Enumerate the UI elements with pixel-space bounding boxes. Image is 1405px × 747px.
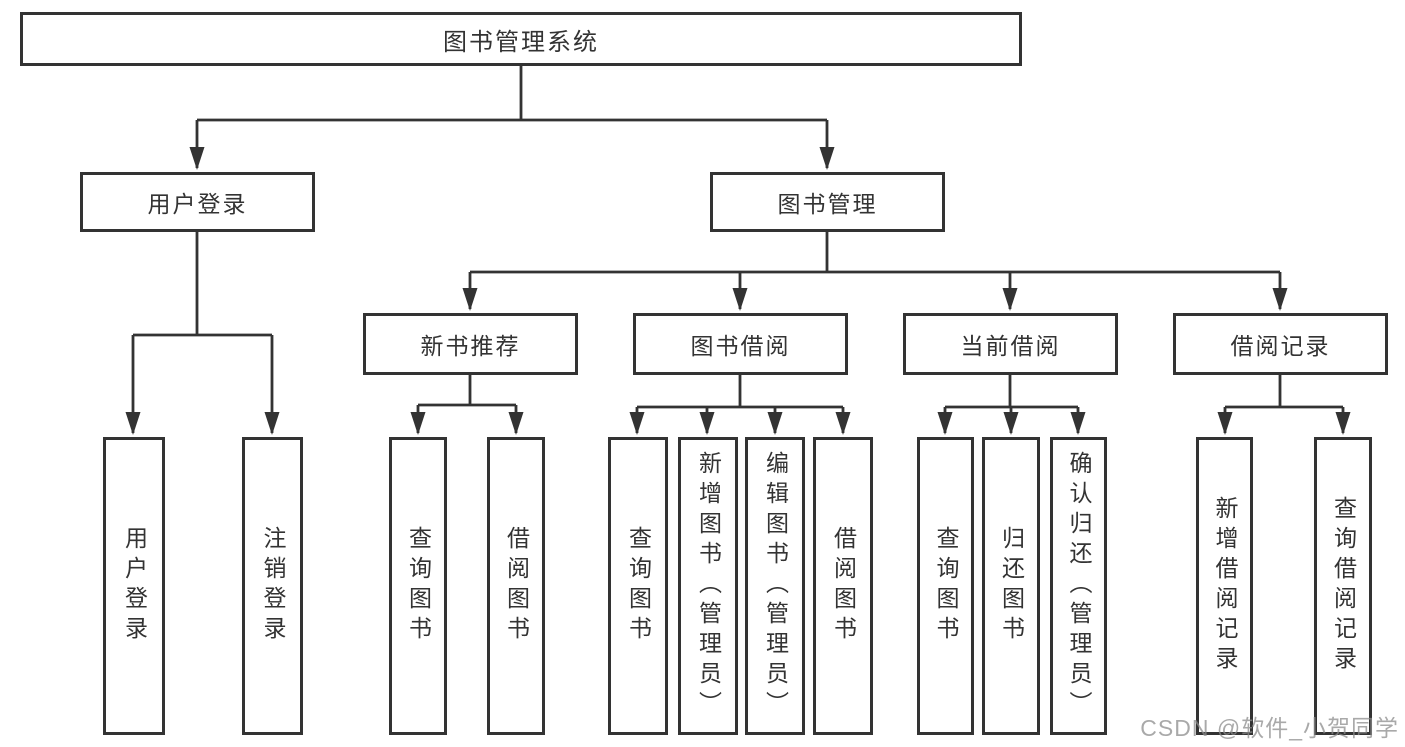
node-current-borrowing: 当前借阅 [903, 313, 1118, 375]
leaf-edit-books-admin-label: 编辑图书（管理员） [762, 451, 789, 721]
leaf-query-borrow-record: 查询借阅记录 [1314, 437, 1372, 735]
leaf-add-borrow-record: 新增借阅记录 [1196, 437, 1253, 735]
leaf-logout: 注销登录 [242, 437, 303, 735]
leaf-query-borrow-record-label: 查询借阅记录 [1330, 496, 1357, 676]
leaf-borrow-books-recommend: 借阅图书 [487, 437, 545, 735]
leaf-query-books-current-label: 查询图书 [933, 526, 959, 646]
node-borrow-records: 借阅记录 [1173, 313, 1388, 375]
leaf-query-books-current: 查询图书 [917, 437, 974, 735]
watermark-text: CSDN @软件_小贺同学 [1140, 715, 1399, 741]
leaf-query-books-borrowing: 查询图书 [608, 437, 668, 735]
leaf-borrow-books-borrowing-label: 借阅图书 [830, 526, 857, 646]
node-new-book-recommend-label: 新书推荐 [420, 333, 521, 359]
node-book-borrowing-label: 图书借阅 [690, 333, 791, 359]
leaf-confirm-return-admin-label: 确认归还（管理员） [1066, 451, 1092, 721]
node-book-management-label: 图书管理 [777, 191, 878, 217]
leaf-borrow-books-recommend-label: 借阅图书 [503, 526, 530, 646]
leaf-borrow-books-borrowing: 借阅图书 [813, 437, 873, 735]
leaf-query-books-borrowing-label: 查询图书 [625, 526, 652, 646]
node-current-borrowing-label: 当前借阅 [960, 333, 1061, 359]
leaf-logout-label: 注销登录 [260, 526, 286, 646]
leaf-edit-books-admin: 编辑图书（管理员） [745, 437, 805, 735]
leaf-add-borrow-record-label: 新增借阅记录 [1212, 496, 1238, 676]
leaf-add-books-admin: 新增图书（管理员） [678, 437, 738, 735]
node-library-system-label: 图书管理系统 [443, 28, 599, 56]
leaf-user-login: 用户登录 [103, 437, 165, 735]
node-user-login: 用户登录 [80, 172, 315, 232]
leaf-query-books-recommend: 查询图书 [389, 437, 447, 735]
node-user-login-label: 用户登录 [147, 191, 248, 217]
leaf-return-books-label: 归还图书 [998, 526, 1025, 646]
node-borrow-records-label: 借阅记录 [1230, 333, 1331, 359]
leaf-return-books: 归还图书 [982, 437, 1040, 735]
leaf-add-books-admin-label: 新增图书（管理员） [695, 451, 722, 721]
leaf-user-login-label: 用户登录 [121, 526, 148, 646]
leaf-query-books-recommend-label: 查询图书 [405, 526, 432, 646]
node-book-management: 图书管理 [710, 172, 945, 232]
node-library-system: 图书管理系统 [20, 12, 1022, 66]
node-book-borrowing: 图书借阅 [633, 313, 848, 375]
node-new-book-recommend: 新书推荐 [363, 313, 578, 375]
leaf-confirm-return-admin: 确认归还（管理员） [1050, 437, 1107, 735]
